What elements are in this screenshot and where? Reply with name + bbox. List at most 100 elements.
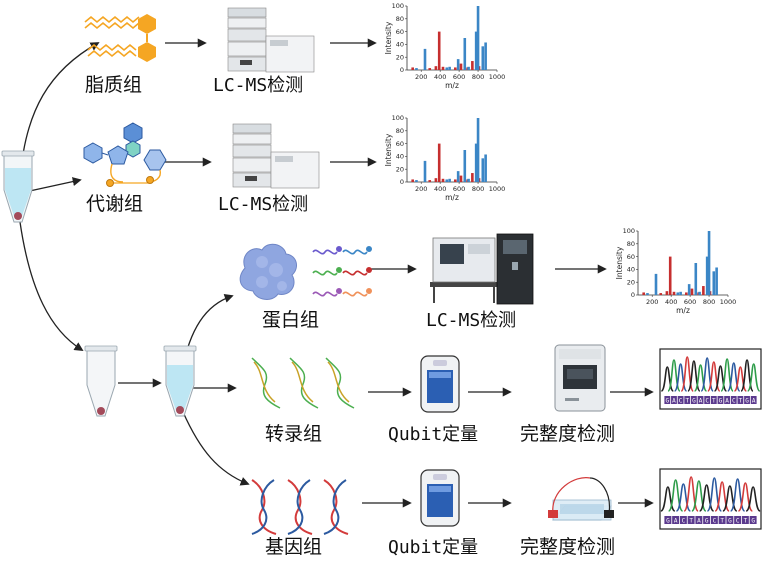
- peak-blue: [474, 31, 478, 71]
- y-tick-label: 0: [631, 291, 635, 299]
- base-letter: G: [719, 398, 723, 405]
- protein-icon: [239, 243, 298, 300]
- base-letter: A: [725, 398, 729, 405]
- peak-blue: [698, 291, 701, 295]
- x-tick-label: 800: [703, 298, 715, 306]
- x-tick-label: 600: [453, 185, 465, 193]
- y-tick-label: 40: [396, 153, 404, 161]
- peak-red: [411, 179, 414, 182]
- x-tick-label: 1000: [489, 73, 506, 81]
- peak-blue: [715, 267, 718, 295]
- base-cell: [687, 516, 695, 524]
- base-letter: T: [744, 518, 748, 525]
- peak-blue: [463, 38, 467, 70]
- base-letter: G: [666, 518, 670, 525]
- y-tick-label: 20: [396, 165, 404, 173]
- label-lcms-1: LC-MS检测: [213, 75, 304, 96]
- base-cell: [690, 396, 697, 404]
- x-tick-label: 1000: [720, 298, 737, 306]
- peak-blue: [646, 293, 649, 295]
- x-tick-label: 600: [453, 73, 465, 81]
- y-tick-label: 0: [400, 66, 404, 74]
- peak-red: [471, 61, 474, 70]
- base-cell: [734, 516, 742, 524]
- base-letter: G: [745, 398, 749, 405]
- base-letter: C: [732, 398, 736, 405]
- base-letter: A: [674, 518, 678, 525]
- base-letter: G: [728, 518, 732, 525]
- base-letter: T: [685, 398, 689, 405]
- peak-blue: [445, 67, 449, 70]
- peak-blue: [705, 256, 709, 295]
- peak-blue: [467, 178, 470, 182]
- peak-red: [454, 179, 457, 182]
- base-cell: [679, 516, 687, 524]
- base-letter: A: [699, 398, 703, 405]
- y-tick-label: 100: [623, 227, 635, 235]
- y-axis-label: Intensity: [615, 246, 624, 279]
- peak-blue: [481, 158, 485, 182]
- peak-red: [454, 67, 457, 70]
- peak-blue: [445, 179, 449, 182]
- x-tick-label: 800: [472, 185, 484, 193]
- peak-blue: [456, 59, 460, 70]
- base-cell: [710, 396, 717, 404]
- chromatogram-peak: [746, 363, 761, 392]
- label-transcriptome: 转录组: [265, 423, 323, 445]
- base-cell: [695, 516, 703, 524]
- y-tick-label: 80: [627, 240, 635, 248]
- peak-red: [437, 143, 441, 182]
- metabolite-icon: [83, 122, 167, 187]
- base-cell: [718, 516, 726, 524]
- lcms-instrument-1: [227, 7, 315, 73]
- peak-red: [642, 292, 645, 295]
- y-axis-label: Intensity: [384, 133, 393, 166]
- x-tick-label: 600: [684, 298, 696, 306]
- base-letter: C: [705, 398, 709, 405]
- x-axis-label: m/z: [445, 193, 459, 202]
- peak-red: [672, 291, 676, 295]
- sample-tube-2: [84, 345, 118, 417]
- peak-blue: [467, 66, 470, 70]
- base-cell: [664, 516, 672, 524]
- base-letter: T: [712, 398, 716, 405]
- peak-blue: [654, 273, 658, 295]
- base-cell: [717, 396, 724, 404]
- base-letter: C: [679, 398, 683, 405]
- peak-red: [702, 286, 705, 295]
- peak-blue: [476, 6, 480, 70]
- x-tick-label: 400: [434, 73, 446, 81]
- peak-red: [690, 288, 694, 295]
- gel-electrophoresis-device: [548, 477, 614, 521]
- base-letter: G: [705, 518, 709, 525]
- base-letter: A: [697, 518, 701, 525]
- label-lipidome: 脂质组: [85, 74, 143, 96]
- base-letter: G: [692, 398, 696, 405]
- base-cell: [671, 396, 677, 404]
- base-letter: C: [682, 518, 686, 525]
- peak-blue: [423, 48, 427, 70]
- y-tick-label: 100: [392, 2, 404, 10]
- peak-red: [441, 178, 445, 182]
- peak-red: [441, 66, 445, 70]
- peak-blue: [676, 292, 680, 295]
- y-tick-label: 20: [396, 53, 404, 61]
- chromatogram-peak: [745, 486, 761, 512]
- curve-to-genome: [182, 411, 250, 486]
- base-cell: [677, 396, 684, 404]
- base-cell: [704, 396, 711, 404]
- base-letter: G: [751, 518, 755, 525]
- label-qubit-2: Qubit定量: [388, 537, 479, 558]
- y-tick-label: 100: [392, 114, 404, 122]
- label-lcms-3: LC-MS检测: [426, 310, 517, 331]
- base-cell: [710, 516, 718, 524]
- y-tick-label: 40: [627, 266, 635, 274]
- peak-blue: [481, 46, 485, 70]
- base-letter: T: [739, 398, 743, 405]
- peak-blue: [694, 263, 698, 295]
- base-cell: [697, 396, 704, 404]
